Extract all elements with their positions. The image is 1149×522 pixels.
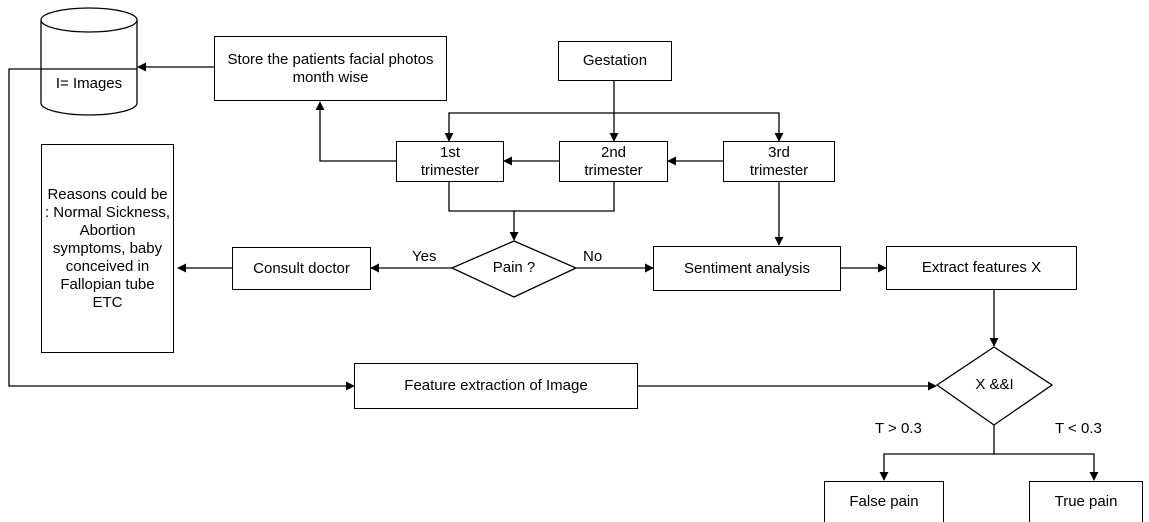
combine-decision-label: X &&I [975, 376, 1014, 393]
threshold-high-label: T > 0.3 [875, 420, 922, 437]
feature-extraction-image-box: Feature extraction of Image [354, 363, 638, 409]
images-database-label: I= Images [55, 75, 123, 92]
trimester-2-box: 2nd trimester [559, 141, 668, 182]
arrow-gestation-to-1st [444, 112, 614, 142]
false-pain-box: False pain [824, 481, 944, 522]
pain-decision-label: Pain ? [492, 259, 536, 276]
true-pain-box: True pain [1029, 481, 1143, 522]
no-edge-label: No [583, 248, 603, 265]
trimester-1-box: 1st trimester [396, 141, 504, 182]
extract-features-box: Extract features X [886, 246, 1077, 290]
gestation-box: Gestation [558, 41, 672, 81]
arrow-1st-to-store [315, 101, 396, 162]
arrow-combine-to-true-pain [994, 453, 1099, 481]
arrow-images-to-feature-extraction [8, 68, 355, 391]
arrow-gestation-to-3rd [614, 112, 784, 142]
sentiment-analysis-box: Sentiment analysis [653, 246, 841, 291]
pain-decision-diamond [450, 240, 578, 298]
database-cylinder-icon [40, 7, 138, 116]
arrow-trimesters-to-pain [448, 182, 615, 240]
consult-doctor-box: Consult doctor [232, 247, 371, 290]
store-photos-box: Store the patients facial photos month w… [214, 36, 447, 101]
reasons-box: Reasons could be : Normal Sickness, Abor… [41, 144, 174, 353]
threshold-low-label: T < 0.3 [1055, 420, 1102, 437]
trimester-3-box: 3rd trimester [723, 141, 835, 182]
yes-edge-label: Yes [412, 248, 437, 265]
arrow-combine-to-false-pain [879, 425, 995, 481]
